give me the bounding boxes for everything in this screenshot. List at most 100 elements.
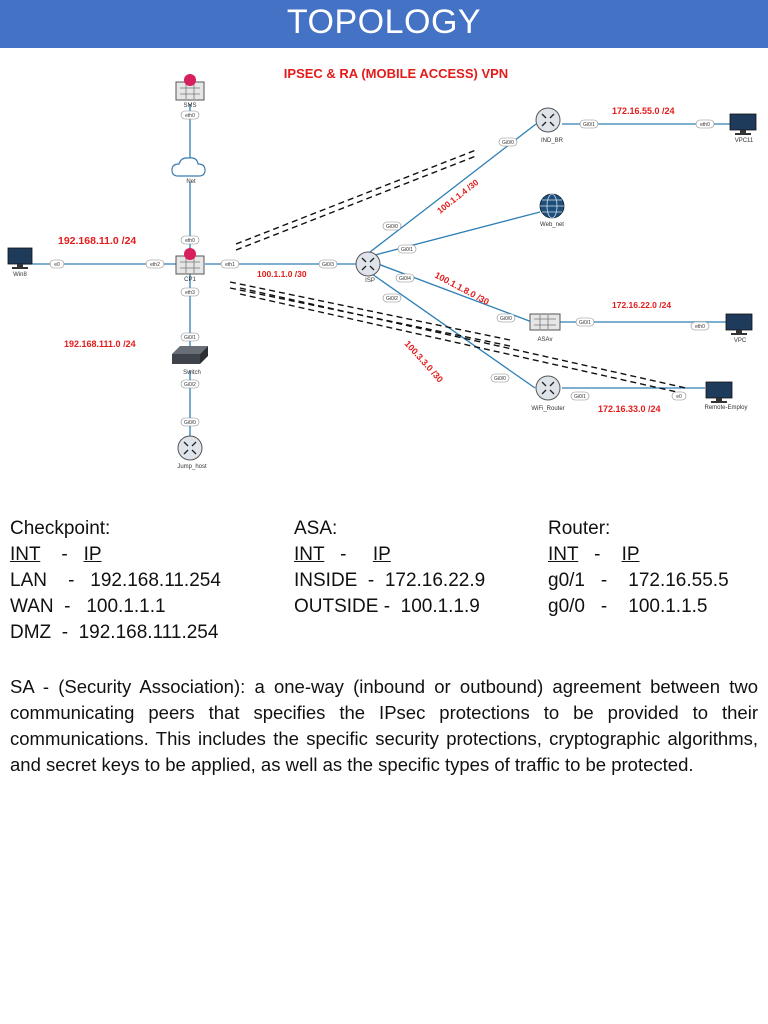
checkpoint-logo-icon <box>184 248 196 260</box>
cp1-node[interactable] <box>175 248 205 275</box>
subnet-wifi-lan: 172.16.33.0 /24 <box>598 404 661 414</box>
subnet-cp-isp: 100.1.1.0 /30 <box>257 269 307 279</box>
vpc-monitor-icon[interactable] <box>725 313 753 335</box>
asa-interfaces: ASA: INT - IP INSIDE - 172.16.22.9 OUTSI… <box>294 516 485 620</box>
svg-text:Gi0/1: Gi0/1 <box>579 320 591 326</box>
net-cloud-icon[interactable] <box>171 157 206 177</box>
checkpoint-logo-icon <box>184 74 196 86</box>
sms-label: SMS <box>183 103 196 109</box>
svg-text:Gi0/0: Gi0/0 <box>502 140 514 146</box>
svg-text:eth1: eth1 <box>225 262 235 268</box>
subnet-lan: 192.168.11.0 /24 <box>58 235 136 247</box>
checkpoint-col-header: INT - IP <box>10 544 102 565</box>
svg-text:Gi0/0: Gi0/0 <box>494 376 506 382</box>
vpc-port: eth0 <box>690 321 710 331</box>
net-port: eth0 <box>180 235 200 245</box>
svg-text:Gi0/2: Gi0/2 <box>184 382 196 388</box>
link-isp-wifi <box>371 273 536 389</box>
wifi-port-gi00: Gi0/0 <box>490 373 510 383</box>
cp1-port-eth3: eth3 <box>180 287 200 297</box>
asav-firewall-icon[interactable] <box>529 313 561 331</box>
isp-label: ISP <box>365 278 375 284</box>
ind-br-label: IND_BR <box>541 138 564 144</box>
win8-label: Win8 <box>13 272 27 278</box>
asa-row: INSIDE - 172.16.22.9 <box>294 570 486 591</box>
sa-definition-paragraph: SA - (Security Association): a one-way (… <box>10 676 758 775</box>
checkpoint-row: DMZ - 192.168.111.254 <box>10 622 219 643</box>
tunnel-cp1-remote-b <box>239 293 687 395</box>
svg-text:eth0: eth0 <box>695 324 705 330</box>
vpc11-monitor-icon[interactable] <box>729 113 757 135</box>
switch-label: Switch <box>183 370 201 376</box>
svg-text:Gi0/4: Gi0/4 <box>399 276 411 282</box>
asav-port-gi00: Gi0/0 <box>496 313 516 323</box>
win8-port: e0 <box>49 259 65 269</box>
tunnel-cp1-indbr-b <box>235 155 477 251</box>
checkpoint-interfaces: Checkpoint: INT - IP LAN - 192.168.11.25… <box>10 516 221 646</box>
remote-port-e0: e0 <box>671 391 687 401</box>
svg-text:Gi0/1: Gi0/1 <box>574 394 586 400</box>
cp1-port-eth1: eth1 <box>220 259 240 269</box>
page-title: TOPOLOGY <box>0 0 768 48</box>
vpc-label: VPC <box>734 338 747 344</box>
wifi-router-label: WiFi_Router <box>531 406 564 412</box>
isp-port-gi04: Gi0/4 <box>395 273 415 283</box>
asa-col-header: INT - IP <box>294 544 391 565</box>
svg-text:eth0: eth0 <box>700 122 710 128</box>
tunnel-cp1-indbr-a <box>235 149 477 245</box>
svg-text:Gi0/1: Gi0/1 <box>401 247 413 253</box>
asav-port-gi01: Gi0/1 <box>575 317 595 327</box>
svg-text:e0: e0 <box>676 394 682 400</box>
sms-port: eth0 <box>180 110 200 120</box>
jump-host-router-icon[interactable] <box>177 435 203 461</box>
subnet-indbr-lan: 172.16.55.0 /24 <box>612 106 675 116</box>
router-header: Router: <box>548 518 611 539</box>
cp1-label: CP1 <box>184 277 196 283</box>
svg-text:eth2: eth2 <box>150 262 160 268</box>
svg-text:eth3: eth3 <box>185 290 195 296</box>
svg-text:e0: e0 <box>54 262 60 268</box>
asa-row: OUTSIDE - 100.1.1.9 <box>294 596 480 617</box>
isp-port-gi02: Gi0/2 <box>382 293 402 303</box>
jump-port-gi00: Gi0/0 <box>180 417 200 427</box>
network-topology-diagram: IPSEC & RA (MOBILE ACCESS) VPN SMS eth0 <box>7 66 757 470</box>
vpc11-port: eth0 <box>695 119 715 129</box>
isp-router-icon[interactable] <box>355 251 381 277</box>
svg-text:Gi0/0: Gi0/0 <box>184 420 196 426</box>
router-row: g0/1 - 172.16.55.5 <box>548 570 729 591</box>
svg-text:Gi0/1: Gi0/1 <box>583 122 595 128</box>
isp-port-gi00: Gi0/0 <box>382 221 402 231</box>
win8-monitor-icon[interactable] <box>7 247 33 269</box>
remote-employ-monitor-icon[interactable] <box>705 381 733 403</box>
web-net-globe-icon[interactable] <box>539 193 565 219</box>
checkpoint-row: LAN - 192.168.11.254 <box>10 570 221 591</box>
subnet-asav-lan: 172.16.22.0 /24 <box>612 300 671 310</box>
subnet-isp-wifi: 100.3.3.0 /30 <box>403 339 446 385</box>
tunnel-cp1-asav-a <box>229 281 511 341</box>
router-row: g0/0 - 100.1.1.5 <box>548 596 708 617</box>
checkpoint-header: Checkpoint: <box>10 518 111 539</box>
sms-node[interactable] <box>175 74 205 101</box>
router-col-header: INT - IP <box>548 544 640 565</box>
svg-text:Gi0/1: Gi0/1 <box>184 335 196 341</box>
svg-text:Gi0/0: Gi0/0 <box>500 316 512 322</box>
indbr-port-gi00: Gi0/0 <box>498 137 518 147</box>
asa-header: ASA: <box>294 518 338 539</box>
net-label: Net <box>186 179 196 185</box>
svg-text:Gi0/0: Gi0/0 <box>386 224 398 230</box>
wifi-router-icon[interactable] <box>535 375 561 401</box>
switch-port-gi01: Gi0/1 <box>180 332 200 342</box>
ind-br-router-icon[interactable] <box>535 107 561 133</box>
asav-label: ASAv <box>538 337 553 343</box>
indbr-port-gi01: Gi0/1 <box>579 119 599 129</box>
svg-text:eth0: eth0 <box>185 113 195 119</box>
tunnel-cp1-remote-a <box>239 287 687 389</box>
vpc11-label: VPC11 <box>735 138 754 144</box>
remote-employ-label: Remote-Employ <box>704 405 747 411</box>
switch-node-icon[interactable] <box>172 346 208 364</box>
web-net-label: Web_net <box>540 222 564 228</box>
svg-text:Gi0/3: Gi0/3 <box>322 262 334 268</box>
switch-port-gi02: Gi0/2 <box>180 379 200 389</box>
jump-host-label: Jump_host <box>177 464 207 470</box>
vpn-tunnels <box>229 149 687 395</box>
